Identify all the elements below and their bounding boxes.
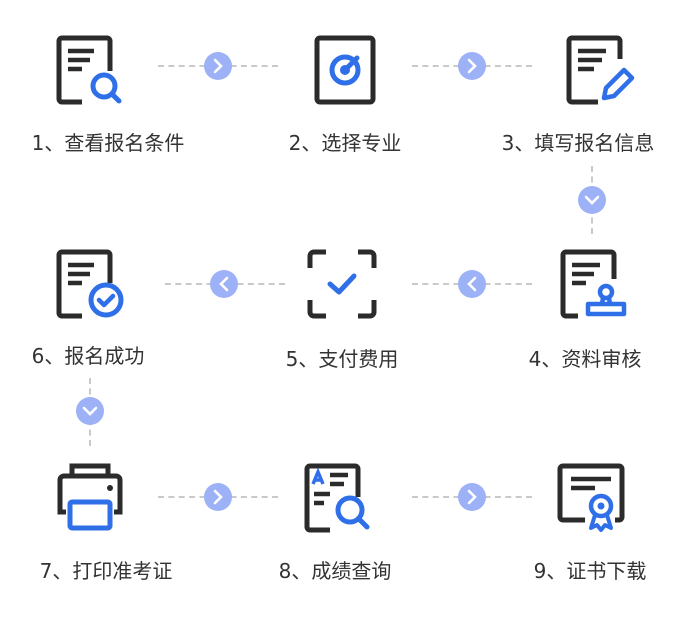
document-edit-icon — [566, 35, 635, 105]
document-check-icon — [56, 249, 124, 319]
chevron-left-icon — [458, 270, 486, 298]
chevron-down-icon — [578, 186, 606, 214]
target-icon — [314, 35, 376, 105]
chevron-left-icon — [210, 270, 238, 298]
document-search-icon — [56, 35, 122, 105]
answer-search-icon — [304, 463, 370, 533]
step-label: 6、报名成功 — [31, 344, 145, 368]
chevron-down-icon — [76, 397, 104, 425]
step-label: 8、成绩查询 — [278, 559, 392, 583]
certificate-icon — [557, 463, 625, 532]
chevron-right-icon — [458, 52, 486, 80]
chevron-right-icon — [204, 52, 232, 80]
chevron-right-icon — [204, 483, 232, 511]
step-label: 7、打印准考证 — [39, 559, 173, 583]
step-label: 9、证书下载 — [533, 559, 647, 583]
chevron-right-icon — [458, 483, 486, 511]
document-stamp-icon — [560, 249, 627, 319]
scan-check-icon — [307, 249, 377, 319]
step-label: 4、资料审核 — [528, 347, 642, 371]
step-label: 1、查看报名条件 — [31, 131, 185, 155]
printer-icon — [57, 463, 123, 531]
step-label: 5、支付费用 — [285, 347, 399, 371]
step-label: 3、填写报名信息 — [501, 131, 655, 155]
step-label: 2、选择专业 — [288, 131, 402, 155]
